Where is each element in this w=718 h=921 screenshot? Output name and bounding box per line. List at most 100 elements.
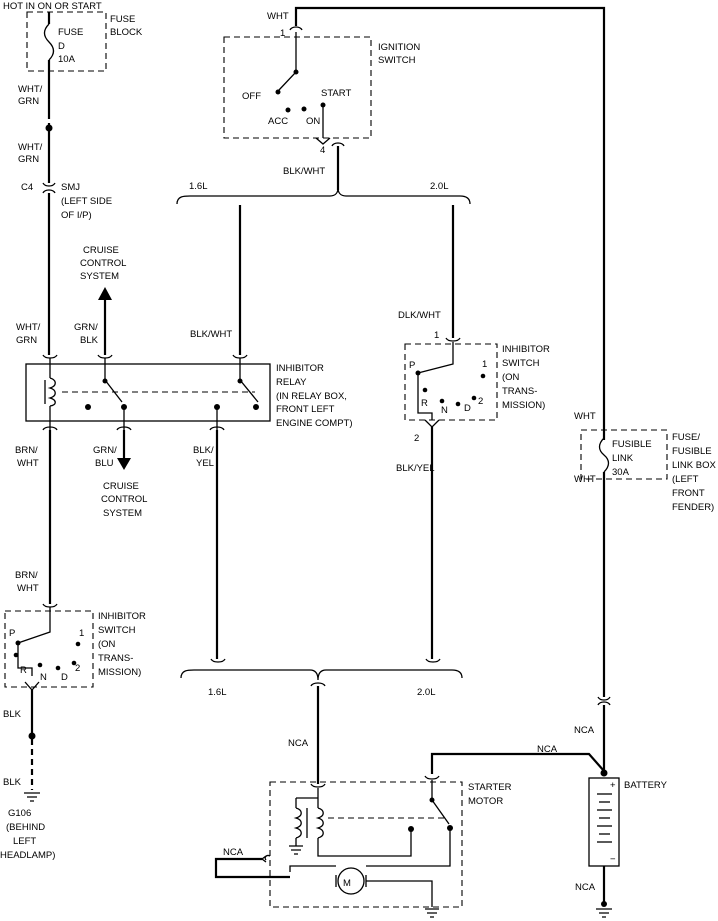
fusible-link: WHT FUSIBLE LINK 30A FUSE/ FUSIBLE LINK …	[574, 411, 716, 513]
inh-right-wiper-pivot	[415, 370, 421, 376]
fl-box-label-2: FUSIBLE	[672, 446, 712, 457]
inh-right-contact-1	[480, 373, 486, 379]
fuse-d-element-icon	[43, 23, 55, 61]
wire-label-blk-wht-ign: BLK/WHT	[283, 166, 325, 177]
wire-label-nca-c: NCA	[537, 744, 558, 755]
inh-right-n-label: N	[441, 405, 448, 416]
inh-left-r-label: R	[20, 665, 27, 676]
inh-left-label-4: TRANS-	[98, 653, 133, 664]
hot-in-on-or-start-label: HOT IN ON OR START	[3, 1, 102, 12]
variant-20l-bottom-label: 2.0L	[417, 687, 436, 698]
fusible-link-element-icon	[598, 437, 610, 473]
starter-case-ground-icon	[425, 908, 439, 918]
cruise-top-label-3: SYSTEM	[80, 271, 119, 282]
inh-right-top-connector-icon	[445, 337, 461, 342]
ign-contact-on	[301, 106, 307, 112]
inh-left-1-label: 1	[79, 628, 84, 639]
starter-nca-connector-icon	[260, 854, 271, 863]
inh-right-p-label: P	[409, 360, 415, 371]
fl-label-2: LINK	[612, 453, 634, 464]
ign-start-label: START	[321, 88, 351, 99]
starter-label-2: MOTOR	[468, 796, 503, 807]
inh-left-contact-2	[71, 660, 77, 666]
fuse-name-label: FUSE	[58, 27, 83, 38]
fusible-link-gap	[598, 440, 610, 472]
fl-box-label-3: LINK BOX	[672, 460, 716, 471]
wire-label-blk-yel-b: BLK/YEL	[396, 463, 435, 474]
ign-acc-label: ACC	[268, 116, 288, 127]
wire-label-grn-blk-1: GRN/	[74, 322, 98, 333]
fl-label-1: FUSIBLE	[612, 439, 652, 450]
battery-ground-icon	[596, 908, 612, 918]
ign-on-label: ON	[306, 116, 320, 127]
relay-coil-icon	[47, 377, 56, 407]
starter-pull-coil-icon	[315, 807, 324, 839]
battery-ground-dot	[601, 901, 607, 907]
arrow-down-cruise-icon	[117, 458, 131, 470]
inhibitor-switch-left-box	[4, 610, 94, 688]
fusible-link-box	[580, 429, 668, 480]
wire-label-grn-blu-1: GRN/	[93, 445, 117, 456]
wire-label-nca-a: NCA	[288, 738, 309, 749]
starter-motor-box	[269, 781, 463, 908]
variant-16l-bottom-label: 1.6L	[208, 687, 227, 698]
wire-label-nca-motor: NCA	[223, 847, 244, 858]
battery-minus-label: −	[610, 854, 616, 865]
relay-switch-2-contact	[253, 404, 259, 410]
ign-contact-off	[275, 89, 281, 95]
starter-motor: M NCA STARTER MOTOR	[214, 775, 512, 918]
inh-left-label-2: SWITCH	[98, 625, 136, 636]
wire-label-wht-grn-b-2: GRN	[18, 154, 39, 165]
ign-lever-pivot	[293, 69, 299, 75]
inh-right-label-5: MISSION)	[502, 400, 545, 411]
wire-nca-motor-loop	[214, 857, 290, 879]
inh-left-top-connector-icon	[42, 603, 58, 608]
inh-left-p-label: P	[9, 628, 15, 639]
inhibitor-relay-box	[25, 363, 271, 422]
engine-variant-brace-bottom	[180, 669, 463, 681]
battery-plus-label: +	[610, 780, 616, 791]
c4-connector-label: C4	[21, 182, 33, 193]
inh-right-r-label: R	[421, 398, 428, 409]
fl-box-label-5: FRONT	[672, 488, 705, 499]
smj-label-2: (LEFT SIDE	[61, 196, 112, 207]
wire-label-wht-grn-c-1: WHT/	[16, 322, 41, 333]
starter-motor-m-label: M	[343, 878, 351, 889]
inh-right-pin2-label: 2	[414, 433, 419, 444]
ign-off-label: OFF	[242, 91, 261, 102]
relay-bottom-connectors-icon	[42, 426, 225, 431]
battery-feed-connector-icon	[597, 696, 611, 706]
inh-left-n-label: N	[40, 672, 47, 683]
ign-output-connector-icon	[331, 142, 345, 147]
starter-brush-leads	[335, 875, 433, 907]
ground-g106-icon	[24, 792, 40, 802]
ign-pin4-label: 4	[320, 145, 325, 156]
inh-right-pin1-label: 1	[434, 330, 439, 341]
inh-right-contact-d	[455, 401, 461, 407]
battery: + − BATTERY NCA	[575, 777, 668, 918]
inh-left-label-1: INHIBITOR	[98, 611, 146, 622]
ign-label-2: SWITCH	[378, 55, 416, 66]
inh-right-label-4: TRANS-	[502, 386, 537, 397]
smj-label-3: OF I/P)	[61, 210, 92, 221]
wire-label-grn-blk-2: BLK	[80, 335, 99, 346]
ign-label-1: IGNITION	[378, 42, 420, 53]
inh-right-wiper	[417, 342, 454, 420]
inhibitor-switch-left: P 1 R N D 2 INHIBITOR SWITCH (ON TRANS- …	[4, 603, 146, 691]
inh-right-1-label: 1	[482, 359, 487, 370]
inh-right-contact-r	[439, 398, 445, 404]
inh-left-2-label: 2	[75, 663, 80, 674]
wire-label-wht-grn-a-2: GRN	[18, 96, 39, 107]
wire-label-brn-wht-a-1: BRN/	[15, 445, 38, 456]
ign-switch-lever	[278, 32, 297, 91]
battery-label: BATTERY	[624, 780, 668, 791]
inh-left-d-label: D	[61, 672, 68, 683]
starter-solenoid-open-contact	[408, 826, 414, 832]
inh-right-2-label: 2	[478, 396, 483, 407]
relay-switch-1-pivot	[102, 378, 108, 384]
relay-label-1: INHIBITOR	[276, 363, 324, 374]
starter-label-1: STARTER	[468, 782, 512, 793]
starter-feed-connector-icon	[310, 682, 326, 687]
wire-label-grn-blu-2: BLU	[95, 458, 114, 469]
